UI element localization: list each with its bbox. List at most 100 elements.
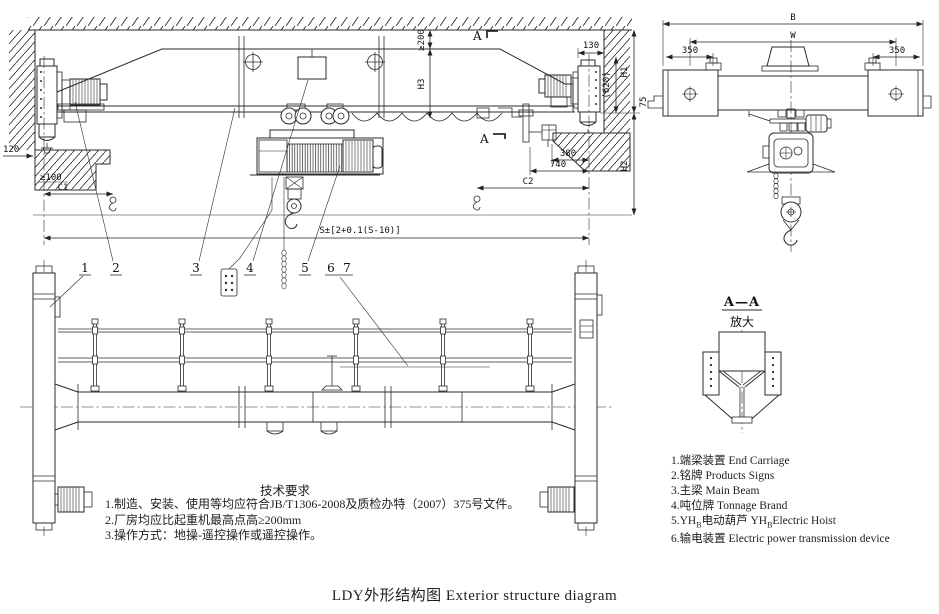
dim-120: 120 [3,145,19,155]
bridge-side [647,46,932,117]
plan-view: 1 2 3 4 5 6 7 [20,79,612,536]
front-view-dimensions: ≥200 H3 130 (620) H1 H2 380 740 C2 [3,29,640,241]
callout-1: 1 [81,261,89,275]
pendant-control [220,177,273,297]
dim-740: 740 [550,160,566,170]
hook-icon [783,229,798,246]
hand-chain [281,177,287,290]
rail-sweep-right [923,95,932,109]
callout-6: 6 [327,261,335,275]
section-mark-upper-label: A [472,29,482,43]
hook-limit-icon-left [108,196,117,212]
rail-flange [731,416,753,424]
travel-drive-right-plan [539,486,575,513]
dim-c1: C1 [58,183,69,193]
side-view: B W 350 350 75 [639,13,932,252]
load-chain-side [773,172,779,200]
left-wall [9,30,111,191]
callout-3: 3 [192,261,200,275]
dim-ge100: ≥100 [40,173,62,183]
dim-130: 130 [583,41,599,51]
travel-drive-left-plan [54,486,93,513]
travel-drives-plan [54,486,575,513]
hoist-side [746,40,836,252]
side-view-dimensions: B W 350 350 75 [639,13,924,108]
legend-item-3: 3.主梁 Main Beam [671,485,760,497]
walkway-railing [58,318,572,392]
tech-requirements-heading: 技术要求 [259,484,310,498]
dim-span: S±[2+0.1(S-10)] [319,226,400,236]
dim-h3: H3 [417,79,427,90]
drawing-title: LDY外形结构图 Exterior structure diagram [331,588,618,604]
legend-item-4: 4.吨位牌 Tonnage Brand [671,500,788,512]
tonnage-plate [297,49,327,80]
end-truck-right-side [867,69,924,117]
right-wall [552,30,631,172]
legend-item-5: 5.YHB电动葫芦 YHBElectric Hoist [671,515,836,530]
section-marks: A A [472,29,506,146]
railing-posts [90,318,535,392]
legend-item-6: 6.输电装置 Electric power transmission devic… [671,533,890,546]
suspension-hangers [266,421,338,435]
hoist-drum [286,143,344,173]
legend-item-2: 2.铭牌 Products Signs [671,470,775,482]
section-aa-view: A—A 放大 [702,295,782,433]
end-truck-left-side [662,69,719,117]
callout-7: 7 [343,261,351,275]
main-beam-plan [54,355,576,435]
ceiling-hatch [28,17,632,31]
top-cabinet [766,46,810,67]
electric-hoist [220,103,384,297]
dim-b: B [790,13,795,23]
section-aa-subtitle: 放大 [730,314,754,329]
beam-box-section [718,331,766,372]
dim-h2: H2 [620,161,630,172]
rail-sweep-left [647,95,663,109]
dim-h1: H1 [620,67,630,78]
wheel-left-front [38,123,56,154]
lifting-lug-symbols [243,52,385,72]
left-corbel [34,149,111,191]
hook-limit-icon-right [472,195,481,211]
callouts: 1 2 3 4 5 6 7 [49,79,409,367]
end-carriage-left-plan [32,265,61,531]
side-plate-right [764,351,782,396]
trolley-wheels [280,103,350,125]
end-carriage-left-front [36,58,108,154]
end-carriage-right-front [538,59,601,133]
side-plate-left [702,351,720,396]
callout-5: 5 [301,261,309,275]
tech-requirement-2: 2.厂房均应比起重机最高点高≥200mm [105,512,302,527]
end-carriage-right-plan [574,265,603,531]
dim-w: W [790,31,796,41]
hook-block-side [780,196,802,246]
dim-75: 75 [639,97,649,108]
travel-motor-right [538,74,579,108]
parts-legend: 1.端梁装置 End Carriage 2.铭牌 Products Signs … [671,454,890,547]
dim-350-left: 350 [682,46,698,56]
section-aa-title: A—A [723,295,760,310]
beam-joint-marks [238,36,385,118]
dim-350-right: 350 [889,46,905,56]
festoon-cable [351,103,557,147]
tech-requirements-list: 1.制造、安装、使用等均应符合JB/T1306-2008及质检办特（2007）3… [105,497,519,544]
hoist-motor [342,139,383,173]
front-elevation-view: ≥200 H3 130 (620) H1 H2 380 740 C2 [3,17,640,297]
dim-ge200: ≥200 [417,29,427,51]
hook-block [284,176,304,229]
legend-item-1: 1.端梁装置 End Carriage [671,455,790,467]
hoist-motor-side [805,114,828,133]
callout-4: 4 [246,261,254,275]
tonnage-plate-post [321,355,343,391]
dim-620: (620) [602,71,612,98]
dim-c2: C2 [523,177,534,187]
hook-icon [284,212,298,229]
travel-motor-left [57,78,108,123]
wheel-right-front [579,111,597,133]
section-mark-lower-label: A [479,132,489,146]
tech-requirement-3: 3.操作方式：地操-遥控操作或遥控操作。 [105,528,322,542]
dim-380: 380 [560,149,576,159]
callout-2: 2 [112,261,120,275]
